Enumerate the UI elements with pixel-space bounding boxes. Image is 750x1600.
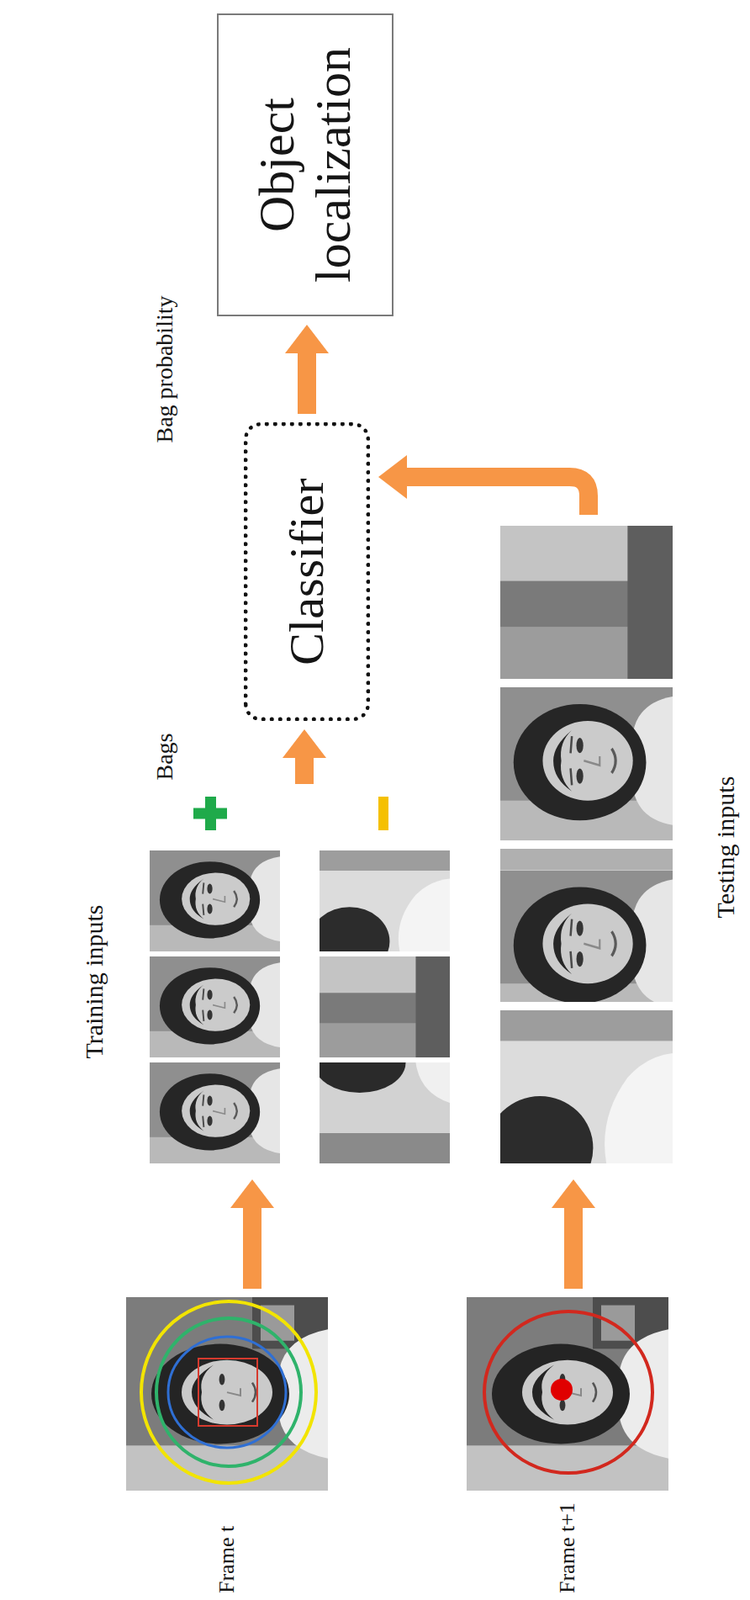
arrow-shaft: [295, 755, 314, 784]
frame-label-group: Frame t: [126, 1296, 328, 1593]
arrow-shaft: [564, 1205, 583, 1289]
node-label: Classifier: [279, 477, 334, 665]
arrow-shaft: [405, 476, 589, 515]
process-box: Object localization: [216, 13, 394, 317]
flow-arrow: [282, 728, 327, 784]
arrow-head: [230, 1178, 275, 1208]
training-inputs-group: Training inputs: [79, 792, 455, 1171]
minus-marker: [378, 796, 389, 830]
edge-label: Bag probability: [151, 292, 179, 447]
frame-t-image: [126, 1296, 328, 1490]
arrow-head: [282, 728, 327, 758]
arrow-head: [551, 1178, 596, 1208]
positive-patches: [149, 850, 280, 1163]
classifier-box: Classifier: [243, 422, 370, 721]
node-label: Training inputs: [79, 903, 109, 1058]
arrow-shaft: [297, 351, 317, 414]
flow-arrow: [551, 1178, 596, 1289]
negative-patches: [309, 850, 450, 1163]
plus-marker: [193, 796, 228, 830]
node-label: Testing inputs: [711, 776, 740, 919]
arrow-shaft: [242, 1205, 262, 1289]
node-label: Frame t+1: [554, 1501, 581, 1593]
flow-arrow: [285, 324, 329, 414]
edge-label: Bags: [151, 729, 179, 784]
arrow-head: [378, 454, 407, 499]
flow-arrow: [378, 454, 589, 515]
flow-arrow: [230, 1178, 275, 1289]
frame-t1-image: [466, 1296, 669, 1490]
arrow-head: [285, 324, 329, 354]
testing-inputs-group: Testing inputs: [496, 522, 740, 1171]
node-label: Object localization: [248, 38, 362, 291]
frame-label-group: Frame t+1: [466, 1296, 669, 1593]
testing-patches: [486, 525, 673, 1200]
node-label: Frame t: [214, 1525, 240, 1593]
